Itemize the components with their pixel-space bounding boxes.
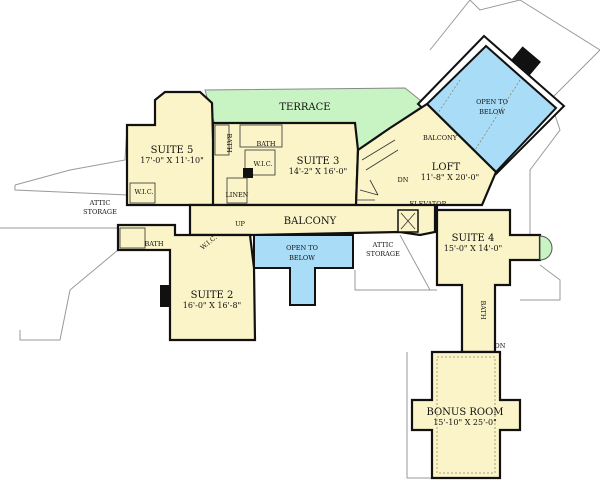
stairs-up-label: UP bbox=[235, 220, 245, 228]
linen-label: LINEN bbox=[225, 191, 248, 199]
stairs-down-label: DN bbox=[398, 176, 409, 184]
bonus-room bbox=[410, 350, 522, 480]
terrace-label: TERRACE bbox=[279, 102, 330, 113]
suite-4-dims: 15'-0" X 14'-0" bbox=[444, 244, 502, 253]
suite-5-wic bbox=[129, 182, 156, 204]
storage-label: STORAGE bbox=[366, 250, 400, 258]
bonus-room-dims: 15'-10" X 25'-0" bbox=[433, 418, 497, 427]
bay-window bbox=[539, 235, 553, 261]
bath-label: BATH bbox=[479, 300, 487, 319]
balcony-label: BALCONY bbox=[284, 216, 337, 227]
suite-2-label: SUITE 2 bbox=[191, 290, 234, 301]
open-to-below-upper-label-2: BELOW bbox=[479, 108, 505, 116]
bonus-room-label: BONUS ROOM bbox=[426, 407, 503, 418]
suite-3-label: SUITE 3 bbox=[297, 156, 340, 167]
bath-label: BATH bbox=[144, 240, 163, 248]
suite-5-label: SUITE 5 bbox=[151, 145, 194, 156]
suite-2-dims: 16'-0" X 16'-8" bbox=[183, 301, 241, 310]
bath-label: BATH bbox=[225, 133, 233, 152]
open-to-below-lower-label-1: OPEN TO bbox=[286, 244, 318, 252]
suite-5-dims: 17'-0" X 11'-10" bbox=[140, 156, 204, 165]
storage-label: STORAGE bbox=[83, 208, 117, 216]
attic-label: ATTIC bbox=[372, 241, 394, 249]
bath-label: BATH bbox=[256, 140, 275, 148]
suite-4-label: SUITE 4 bbox=[452, 233, 495, 244]
loft-balcony-label: BALCONY bbox=[423, 134, 458, 142]
suite-5 bbox=[125, 90, 217, 207]
suite-4 bbox=[435, 208, 542, 354]
loft-label: LOFT bbox=[432, 162, 461, 173]
attic-label: ATTIC bbox=[89, 199, 111, 207]
chimney bbox=[511, 46, 541, 76]
loft-dims: 11'-8" X 20'-0" bbox=[421, 173, 479, 182]
wic-label: W.I.C. bbox=[134, 188, 153, 196]
stairs-down-label: DN bbox=[495, 342, 506, 350]
elevator-label: ELEVATOR bbox=[410, 200, 448, 208]
wic-label: W.I.C. bbox=[253, 160, 272, 168]
open-to-below-lower bbox=[253, 234, 354, 306]
suite-3-dims: 14'-2" X 16'-0" bbox=[289, 167, 347, 176]
suite-2 bbox=[116, 223, 257, 342]
stairs bbox=[356, 139, 399, 201]
open-to-below-lower-label-2: BELOW bbox=[289, 254, 315, 262]
fireplace bbox=[160, 285, 170, 307]
open-to-below-upper-label-1: OPEN TO bbox=[476, 98, 508, 106]
